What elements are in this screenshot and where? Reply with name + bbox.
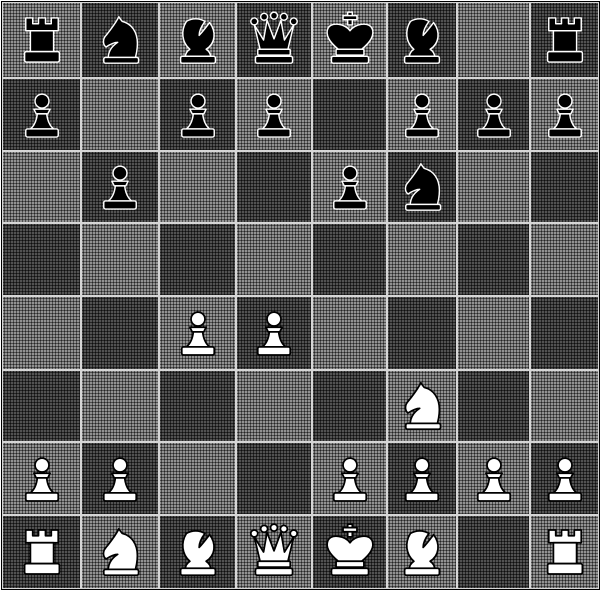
square-b6[interactable] (81, 151, 159, 223)
square-g1[interactable] (457, 515, 530, 589)
square-d6[interactable] (236, 151, 312, 223)
square-f4[interactable] (387, 296, 457, 370)
square-h8[interactable] (530, 2, 599, 78)
square-a4[interactable] (2, 296, 81, 370)
square-d1[interactable] (236, 515, 312, 589)
square-h1[interactable] (530, 515, 599, 589)
square-e3[interactable] (312, 370, 387, 442)
square-g8[interactable] (457, 2, 530, 78)
square-e6[interactable] (312, 151, 387, 223)
square-b8[interactable] (81, 2, 159, 78)
square-g6[interactable] (457, 151, 530, 223)
square-b7[interactable] (81, 78, 159, 151)
black-rook-icon[interactable] (536, 11, 594, 69)
square-e4[interactable] (312, 296, 387, 370)
square-c4[interactable] (159, 296, 236, 370)
black-bishop-icon[interactable] (393, 11, 451, 69)
square-a3[interactable] (2, 370, 81, 442)
square-c7[interactable] (159, 78, 236, 151)
square-a5[interactable] (2, 223, 81, 296)
black-pawn-icon[interactable] (91, 158, 149, 216)
black-bishop-icon[interactable] (169, 11, 227, 69)
square-c2[interactable] (159, 442, 236, 515)
black-queen-icon[interactable] (245, 11, 303, 69)
square-f1[interactable] (387, 515, 457, 589)
square-e8[interactable] (312, 2, 387, 78)
black-pawn-icon[interactable] (321, 158, 379, 216)
square-e7[interactable] (312, 78, 387, 151)
square-c8[interactable] (159, 2, 236, 78)
square-h5[interactable] (530, 223, 599, 296)
square-b5[interactable] (81, 223, 159, 296)
black-rook-icon[interactable] (13, 11, 71, 69)
square-f5[interactable] (387, 223, 457, 296)
square-e2[interactable] (312, 442, 387, 515)
white-rook-icon[interactable] (536, 523, 594, 581)
square-d7[interactable] (236, 78, 312, 151)
square-a8[interactable] (2, 2, 81, 78)
black-pawn-icon[interactable] (245, 86, 303, 144)
square-b1[interactable] (81, 515, 159, 589)
white-pawn-icon[interactable] (169, 304, 227, 362)
white-pawn-icon[interactable] (321, 450, 379, 508)
white-pawn-icon[interactable] (91, 450, 149, 508)
square-a1[interactable] (2, 515, 81, 589)
white-pawn-icon[interactable] (13, 450, 71, 508)
square-c6[interactable] (159, 151, 236, 223)
white-rook-icon[interactable] (13, 523, 71, 581)
square-g2[interactable] (457, 442, 530, 515)
square-h3[interactable] (530, 370, 599, 442)
white-king-icon[interactable] (321, 523, 379, 581)
square-b3[interactable] (81, 370, 159, 442)
white-pawn-icon[interactable] (536, 450, 594, 508)
square-f6[interactable] (387, 151, 457, 223)
square-b2[interactable] (81, 442, 159, 515)
square-c3[interactable] (159, 370, 236, 442)
black-knight-icon[interactable] (393, 158, 451, 216)
black-pawn-icon[interactable] (465, 86, 523, 144)
square-d2[interactable] (236, 442, 312, 515)
square-d4[interactable] (236, 296, 312, 370)
white-bishop-icon[interactable] (393, 523, 451, 581)
white-knight-icon[interactable] (91, 523, 149, 581)
square-e5[interactable] (312, 223, 387, 296)
square-a6[interactable] (2, 151, 81, 223)
black-pawn-icon[interactable] (13, 86, 71, 144)
square-b4[interactable] (81, 296, 159, 370)
white-pawn-icon[interactable] (245, 304, 303, 362)
square-f2[interactable] (387, 442, 457, 515)
square-f7[interactable] (387, 78, 457, 151)
square-h2[interactable] (530, 442, 599, 515)
square-c1[interactable] (159, 515, 236, 589)
square-g7[interactable] (457, 78, 530, 151)
black-pawn-icon[interactable] (169, 86, 227, 144)
white-knight-icon[interactable] (393, 377, 451, 435)
square-d3[interactable] (236, 370, 312, 442)
square-g5[interactable] (457, 223, 530, 296)
black-king-icon[interactable] (321, 11, 379, 69)
black-knight-icon[interactable] (91, 11, 149, 69)
square-h4[interactable] (530, 296, 599, 370)
white-bishop-icon[interactable] (169, 523, 227, 581)
square-e1[interactable] (312, 515, 387, 589)
square-f3[interactable] (387, 370, 457, 442)
square-a2[interactable] (2, 442, 81, 515)
white-pawn-icon[interactable] (465, 450, 523, 508)
black-pawn-icon[interactable] (536, 86, 594, 144)
square-d5[interactable] (236, 223, 312, 296)
square-c5[interactable] (159, 223, 236, 296)
white-pawn-icon[interactable] (393, 450, 451, 508)
square-h6[interactable] (530, 151, 599, 223)
square-f8[interactable] (387, 2, 457, 78)
white-queen-icon[interactable] (245, 523, 303, 581)
square-g3[interactable] (457, 370, 530, 442)
square-a7[interactable] (2, 78, 81, 151)
square-h7[interactable] (530, 78, 599, 151)
black-pawn-icon[interactable] (393, 86, 451, 144)
square-d8[interactable] (236, 2, 312, 78)
square-g4[interactable] (457, 296, 530, 370)
